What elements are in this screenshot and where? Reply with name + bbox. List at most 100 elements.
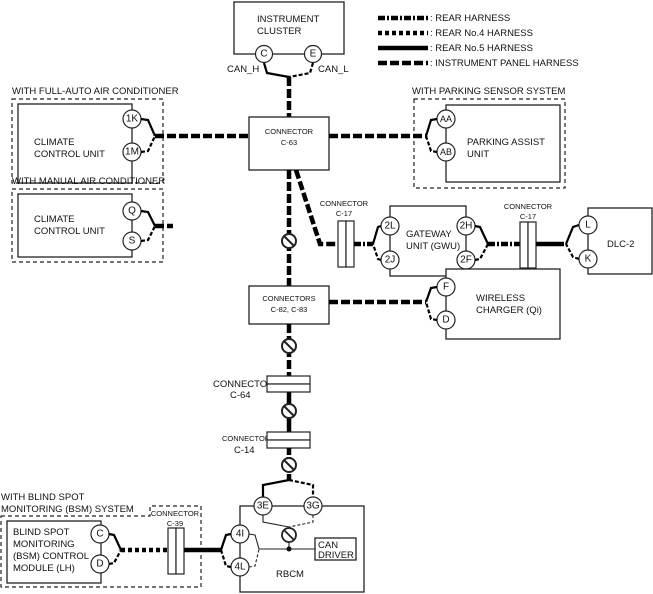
- connector-c39-half-2: [175, 527, 185, 575]
- climate-control-unit-manual-label-2: CONTROL UNIT: [34, 226, 105, 237]
- connectors-c82-c83-label-2: C-82, C-83: [271, 305, 308, 314]
- pin-label-1m: 1M: [125, 147, 139, 158]
- bsm-label-3: (BSM) CONTROL: [13, 551, 89, 562]
- wireless-charger-box: [445, 268, 561, 340]
- connector-c39-label-1: CONNECTOR: [151, 509, 200, 518]
- wire-1m: [140, 135, 156, 154]
- connector-c64-label-1: CONNECTOR: [213, 379, 274, 390]
- connector-c63: CONNECTOR C-63: [248, 116, 330, 171]
- pin-label-ab: AB: [440, 147, 452, 157]
- climate-control-unit-full-auto-label-1: CLIMATE: [34, 137, 74, 148]
- wire-k: [565, 243, 580, 261]
- full-auto-ac-group: WITH FULL-AUTO AIR CONDITIONER CLIMATE C…: [11, 86, 179, 184]
- connector-c14: CONNECTOR C-14: [222, 431, 311, 456]
- wire-2l: [371, 224, 382, 245]
- bsm-label-2: MONITORING: [13, 539, 75, 550]
- parking-sensor-group-label: WITH PARKING SENSOR SYSTEM: [412, 86, 566, 97]
- connector-c14-label-2: C-14: [234, 445, 255, 456]
- manual-ac-group: WITH MANUAL AIR CONDITIONER CLIMATE CONT…: [11, 176, 173, 263]
- connector-c17b-label-2: C-17: [520, 212, 536, 221]
- internal-wire-4l: [248, 548, 260, 568]
- twisted-pair-icon-1: [281, 233, 297, 249]
- twisted-pair-icon-internal: [281, 527, 297, 543]
- wire-q: [140, 209, 156, 227]
- harness-c63-to-c17: [293, 169, 338, 247]
- pin-label-d-bsm: D: [96, 559, 103, 570]
- wire-1k: [140, 117, 157, 137]
- climate-control-unit-manual-box: [17, 193, 133, 258]
- legend-label-instrument-panel-harness: : INSTRUMENT PANEL HARNESS: [430, 58, 579, 69]
- wire-can-h: [262, 62, 290, 79]
- gateway-unit-label-1: GATEWAY: [406, 229, 452, 240]
- pin-circle-e: [303, 44, 323, 64]
- parking-assist-unit-label-1: PARKING ASSIST: [467, 137, 545, 148]
- wire-2h: [474, 224, 489, 245]
- bsm-control-module-box: [6, 520, 102, 584]
- climate-control-unit-manual-label-1: CLIMATE: [34, 214, 74, 225]
- pin-label-4i: 4I: [236, 529, 244, 540]
- wireless-charger: WIRELESS CHARGER (Qi) F D: [424, 268, 561, 340]
- bsm-group-border: [0, 505, 202, 588]
- pin-label-3e: 3E: [257, 501, 270, 512]
- wire-d-wireless: [424, 301, 438, 322]
- dlc2-label: DLC-2: [607, 239, 634, 250]
- gateway-unit-label-2: UNIT (GWU): [406, 241, 460, 252]
- connector-c64-half-1: [266, 375, 311, 385]
- legend-label-rear-no4-harness: : REAR No.4 HARNESS: [430, 28, 533, 39]
- wire-can-l: [288, 62, 315, 79]
- connector-c39: CONNECTOR C-39: [151, 509, 200, 575]
- wire-aa: [424, 117, 438, 137]
- wire-4l: [219, 549, 232, 569]
- connector-c64: CONNECTOR C-64: [213, 375, 311, 401]
- parking-assist-unit-box: [445, 104, 561, 183]
- twisted-pair-icon-2: [281, 338, 297, 354]
- pin-label-c-bsm: C: [96, 529, 103, 540]
- connector-c63-label-1: CONNECTOR: [265, 127, 314, 136]
- pin-label-s: S: [129, 236, 136, 247]
- internal-wire-3g: [288, 515, 314, 528]
- bsm-label-4: MODULE (LH): [13, 563, 75, 574]
- wireless-charger-label-1: WIRELESS: [476, 293, 525, 304]
- pin-label-1k: 1K: [126, 114, 139, 125]
- dlc2: DLC-2 L K: [564, 207, 653, 275]
- connector-c14-half-1: [266, 431, 311, 441]
- connector-c17a-label-2: C-17: [336, 209, 352, 218]
- connector-c17-dlc: CONNECTOR C-17: [504, 202, 553, 269]
- pin-circle-c: [254, 44, 274, 64]
- pin-label-q: Q: [128, 206, 136, 217]
- connector-c17b-half-1: [519, 221, 529, 269]
- pin-label-2f: 2F: [460, 255, 472, 266]
- parking-sensor-group: WITH PARKING SENSOR SYSTEM PARKING ASSIS…: [412, 86, 566, 189]
- instrument-cluster-label-1: INSTRUMENT: [257, 14, 319, 25]
- pin-label-k: K: [585, 254, 592, 265]
- connector-c39-label-2: C-39: [167, 519, 183, 528]
- can-l-label: CAN_L: [318, 64, 349, 75]
- connector-c64-label-2: C-64: [230, 390, 251, 401]
- wire-4i: [219, 532, 232, 551]
- connector-c39-half-1: [167, 527, 177, 575]
- twisted-pair-icon-3: [281, 403, 297, 419]
- connector-c63-box: [248, 116, 330, 171]
- connector-c17a-half-1: [337, 220, 347, 268]
- legend-label-rear-no5-harness: : REAR No.5 HARNESS: [430, 43, 533, 54]
- bsm-group: WITH BLIND SPOT MONITORING (BSM) SYSTEM …: [0, 492, 202, 588]
- wire-c-bsm: [108, 532, 122, 551]
- connector-c17a-label-1: CONNECTOR: [320, 199, 369, 208]
- wireless-charger-label-2: CHARGER (Qi): [476, 305, 542, 316]
- parking-assist-unit-label-2: UNIT: [467, 149, 489, 160]
- connector-c17a-half-2: [345, 220, 355, 268]
- connector-c17-gateway: CONNECTOR C-17: [320, 199, 369, 268]
- can-driver-box: [314, 537, 357, 561]
- internal-wire-3e: [262, 515, 290, 528]
- connector-c14-half-2: [266, 439, 311, 449]
- bsm-group-label-2: MONITORING (BSM) SYSTEM: [1, 504, 134, 515]
- pin-label-l: L: [585, 220, 591, 231]
- connector-c64-half-2: [266, 383, 311, 393]
- can-driver-label-1: CAN: [318, 540, 338, 551]
- wire-f: [424, 285, 438, 303]
- can-driver-label-2: DRIVER: [318, 550, 354, 561]
- bsm-label-1: BLIND SPOT: [13, 527, 70, 538]
- pin-label-3g: 3G: [306, 501, 320, 512]
- pin-label-2j: 2J: [385, 255, 396, 266]
